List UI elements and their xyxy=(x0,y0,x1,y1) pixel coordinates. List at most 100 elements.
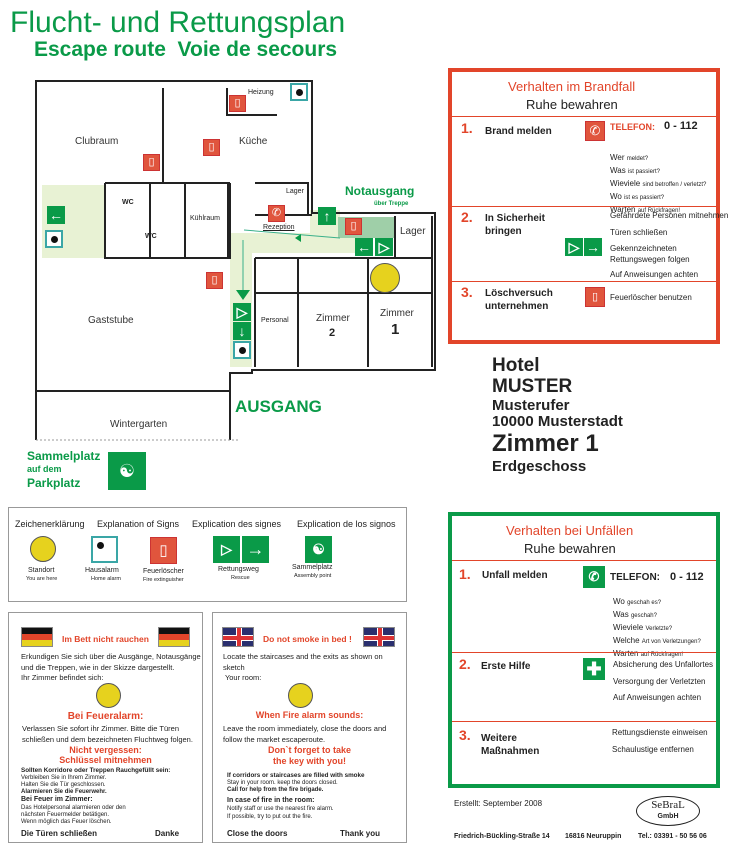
room-wintergarten: Wintergarten xyxy=(110,419,168,430)
step-number: 3. xyxy=(459,727,471,743)
legend-heading: Zeichenerklärung xyxy=(15,519,85,529)
question-detail: sind betroffen / verletzt? xyxy=(642,182,707,188)
company-logo: SeBraL GmbH xyxy=(636,796,700,826)
question-line: Warten auf Rückfragen! xyxy=(613,648,701,661)
room-marker-icon xyxy=(288,683,313,708)
legend-item-en: Assembly point xyxy=(294,573,332,579)
room-marker-icon xyxy=(96,683,121,708)
text-line: sketch xyxy=(223,662,245,672)
notausgang-label: Notausgang xyxy=(345,184,415,198)
step-text: Türen schließen xyxy=(610,228,668,237)
room-zimmer-2-number: 2 xyxy=(329,327,336,339)
text-line: follow the market escaperoute. xyxy=(223,734,326,744)
step-heading: Weitere xyxy=(481,733,517,744)
plan-title: Flucht- und Rettungsplan xyxy=(10,6,346,39)
first-aid-icon: ✚ xyxy=(583,658,605,680)
text-line: Das Hotelpersonal alarmieren oder den xyxy=(21,805,126,811)
plan-subtitle: Escape route Voie de secours xyxy=(34,38,338,61)
fire-extinguisher-icon: ▯ xyxy=(150,537,177,564)
text-line: Erkundigen Sie sich über die Ausgänge, N… xyxy=(21,652,201,661)
legend-heading: Explication de los signos xyxy=(297,519,396,529)
question-detail: Art von Verletzungen? xyxy=(641,639,701,645)
fire-alarm-heading: When Fire alarm sounds: xyxy=(255,710,364,720)
reminder-heading: Don`t forget to take xyxy=(268,745,351,755)
question-line: Wo ist es passiert? xyxy=(610,191,706,204)
room-zimmer-1-number: 1 xyxy=(391,321,400,338)
sammelplatz-label: Sammelplatz xyxy=(27,449,101,463)
legend-item-en: Rescue xyxy=(231,575,250,581)
divider xyxy=(452,652,716,653)
divider xyxy=(452,206,716,207)
room-kuehlraum: Kühlraum xyxy=(190,215,220,222)
fire-behavior-panel: Verhalten im Brandfall Ruhe bewahren 1. … xyxy=(448,68,728,344)
text-line: Verlassen Sie sofort ihr Zimmer. Bitte d… xyxy=(22,724,180,733)
question-line: Wieviele Verletzte? xyxy=(613,622,701,635)
company-city: 16816 Neuruppin xyxy=(565,833,622,840)
house-alarm-icon xyxy=(233,341,251,359)
question-word: Was xyxy=(610,166,628,175)
room-kueche: Küche xyxy=(239,136,268,147)
fire-alarm-heading: Bei Feueralarm: xyxy=(67,711,144,722)
question-detail: ist passiert? xyxy=(627,169,660,175)
hotel-name-2: MUSTER xyxy=(492,376,573,397)
room-zimmer-1: Zimmer xyxy=(380,308,414,319)
reminder-heading: Nicht vergessen: xyxy=(69,745,142,755)
emergency-telephone-icon: ✆ xyxy=(583,566,605,588)
fire-panel-subtitle: Ruhe bewahren xyxy=(526,97,618,112)
step-heading: In Sicherheit xyxy=(485,213,546,224)
step-heading: Maßnahmen xyxy=(481,746,540,757)
step-number: 1. xyxy=(459,566,471,582)
text-line: Alarmieren Sie die Feuerwehr. xyxy=(21,789,107,795)
telephone-label: TELEFON: xyxy=(610,572,660,583)
accident-behavior-panel: Verhalten bei Unfällen Ruhe bewahren 1. … xyxy=(448,512,720,788)
exit-arrow-left-icon: ← xyxy=(47,206,65,224)
room-wc-2: WC xyxy=(145,233,157,240)
exit-arrow-down-icon: ↓ xyxy=(233,322,251,340)
exit-arrow-right-icon: → xyxy=(242,536,269,563)
question-detail: auf Rückfragen! xyxy=(637,208,681,214)
step-text: Schaulustige entfernen xyxy=(612,745,694,754)
uk-flag-icon xyxy=(222,627,254,647)
reminder-heading: Schlüssel mitnehmen xyxy=(59,755,152,765)
room-lager-1: Lager xyxy=(286,188,304,195)
legend-item-en: Home alarm xyxy=(91,576,121,582)
text-line: If possible, try to put out the fire. xyxy=(227,814,313,820)
question-line: Warten auf Rückfragen! xyxy=(610,204,706,217)
step-text: Gefährdete Personen mitnehmen xyxy=(610,211,729,220)
close-doors-text: Die Türen schließen xyxy=(21,829,98,838)
thanks-text: Thank you xyxy=(340,829,381,838)
question-word: Wo xyxy=(610,192,625,201)
question-line: Wer meldet? xyxy=(610,152,706,165)
fire-extinguisher-icon: ▯ xyxy=(345,218,362,235)
step-text: Rettungsdienste einweisen xyxy=(612,728,708,737)
question-detail: ist es passiert? xyxy=(624,195,665,201)
text-line: und die Treppen, wie in der Skizze darge… xyxy=(21,662,175,672)
hotel-floor: Erdgeschoss xyxy=(492,458,587,475)
legend-item-de: Sammelplatz xyxy=(292,564,333,571)
question-detail: geschah es? xyxy=(627,600,662,606)
accident-panel-subtitle: Ruhe bewahren xyxy=(524,541,616,556)
step-number: 3. xyxy=(461,284,473,300)
question-word: Was xyxy=(613,610,631,619)
step-text: Auf Anweisungen achten xyxy=(610,270,699,279)
legend-heading: Explication des signes xyxy=(192,519,282,529)
legend-box: Zeichenerklärung Explanation of Signs Ex… xyxy=(8,507,407,602)
parkplatz-label: Parkplatz xyxy=(27,476,81,490)
german-flag-icon xyxy=(158,627,190,647)
question-line: Wo geschah es? xyxy=(613,596,701,609)
exit-arrow-right-icon: → xyxy=(584,238,602,256)
legend-item-de: Hausalarm xyxy=(85,567,119,574)
exit-arrow-left-icon: ← xyxy=(355,238,373,256)
room-clubraum: Clubraum xyxy=(75,136,119,147)
intro-text: Erkundigen Sie sich über die Ausgänge, N… xyxy=(21,652,201,684)
fire-extinguisher-icon: ▯ xyxy=(229,95,246,112)
legend-item-de: Rettungsweg xyxy=(218,566,259,573)
step-text: Versorgung der Verletzten xyxy=(613,677,706,686)
exit-arrow-up-icon: ↑ xyxy=(318,207,336,225)
smoke-heading: Sollten Korridore oder Treppen Rauchgefü… xyxy=(21,767,171,774)
fire-panel-title: Verhalten im Brandfall xyxy=(508,79,636,94)
intro-text: Locate the staircases and the exits as s… xyxy=(223,652,383,684)
question-detail: Verletzte? xyxy=(645,626,673,632)
text-line: nächsten Feuermelder betätigen. xyxy=(21,812,110,818)
telephone-number: 0 - 112 xyxy=(664,120,698,132)
